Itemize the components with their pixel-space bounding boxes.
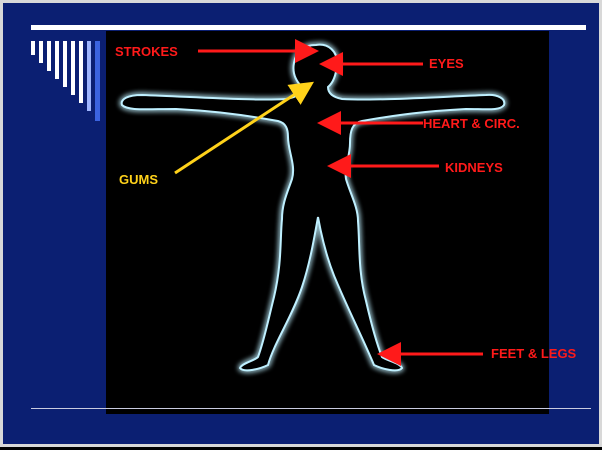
label-kidneys: KIDNEYS xyxy=(445,161,503,174)
label-eyes: EYES xyxy=(429,57,464,70)
label-heart-circ: HEART & CIRC. xyxy=(423,117,520,130)
arrows-overlay xyxy=(3,3,602,450)
bottom-rule xyxy=(31,408,591,409)
label-feet-legs: FEET & LEGS xyxy=(491,347,576,360)
label-gums: GUMS xyxy=(119,173,158,186)
gums-arrow xyxy=(175,85,309,173)
label-strokes: STROKES xyxy=(115,45,178,58)
